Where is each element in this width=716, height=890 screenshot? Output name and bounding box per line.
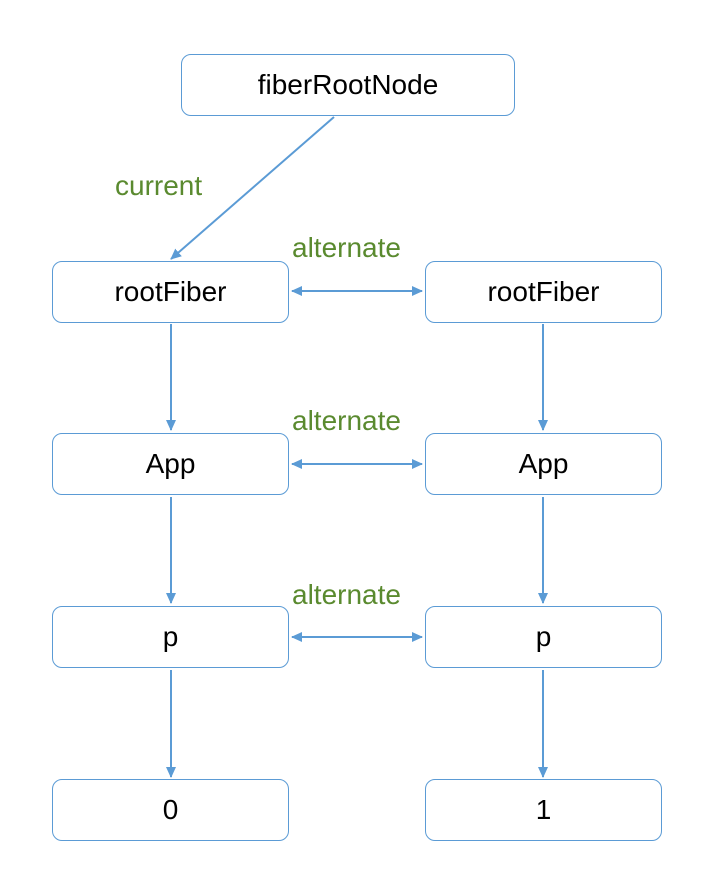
alternate-label-app: alternate [292, 405, 401, 436]
current-app-node: App [52, 433, 289, 495]
fiber-root-node: fiberRootNode [181, 54, 515, 116]
current-text-node: 0 [52, 779, 289, 841]
current-p-node: p [52, 606, 289, 668]
wip-app-node: App [425, 433, 662, 495]
wip-text-node: 1 [425, 779, 662, 841]
current-root-fiber-node: rootFiber [52, 261, 289, 323]
current-label: current [115, 170, 203, 201]
alternate-label-root: alternate [292, 232, 401, 263]
wip-root-fiber-node: rootFiber [425, 261, 662, 323]
alternate-label-p: alternate [292, 579, 401, 610]
current-edge [170, 116, 335, 260]
wip-p-node: p [425, 606, 662, 668]
